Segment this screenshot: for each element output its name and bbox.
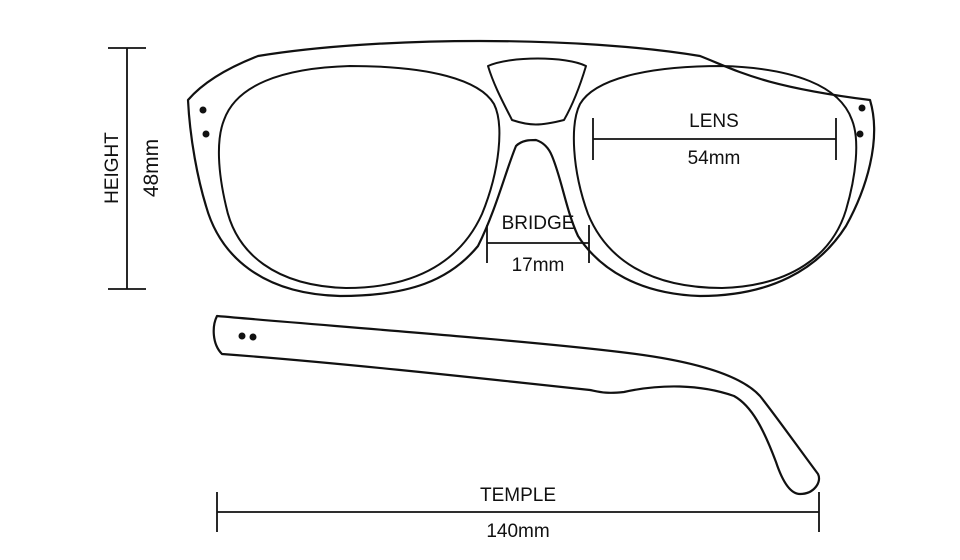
hinge-dot-left-upper bbox=[199, 106, 207, 114]
temple-value: 140mm bbox=[486, 521, 549, 542]
lens-value: 54mm bbox=[688, 148, 741, 169]
glasses-temple-view bbox=[212, 314, 821, 496]
height-value: 48mm bbox=[140, 139, 163, 197]
hinge-dot-right-lower bbox=[856, 130, 864, 138]
temple-arm bbox=[212, 314, 821, 496]
lens-dimension: LENS 54mm bbox=[592, 111, 837, 169]
hinge-dot-left-lower bbox=[202, 130, 210, 138]
hinge-dot-right-upper bbox=[858, 104, 866, 112]
lens-label: LENS bbox=[689, 111, 739, 132]
glasses-front-view bbox=[186, 39, 876, 298]
bridge-value: 17mm bbox=[512, 255, 565, 276]
height-label: HEIGHT bbox=[102, 132, 123, 204]
bridge-label: BRIDGE bbox=[502, 213, 575, 234]
temple-dot-2 bbox=[249, 333, 257, 341]
temple-dot-1 bbox=[238, 332, 246, 340]
temple-dimension: TEMPLE 140mm bbox=[216, 485, 820, 542]
bridge-top bbox=[487, 57, 587, 126]
temple-label: TEMPLE bbox=[480, 485, 556, 506]
bridge-dimension: BRIDGE 17mm bbox=[486, 213, 590, 276]
right-lens bbox=[572, 65, 858, 289]
frame-outline bbox=[186, 39, 876, 298]
left-lens bbox=[217, 65, 501, 289]
height-dimension: HEIGHT 48mm bbox=[102, 47, 163, 290]
